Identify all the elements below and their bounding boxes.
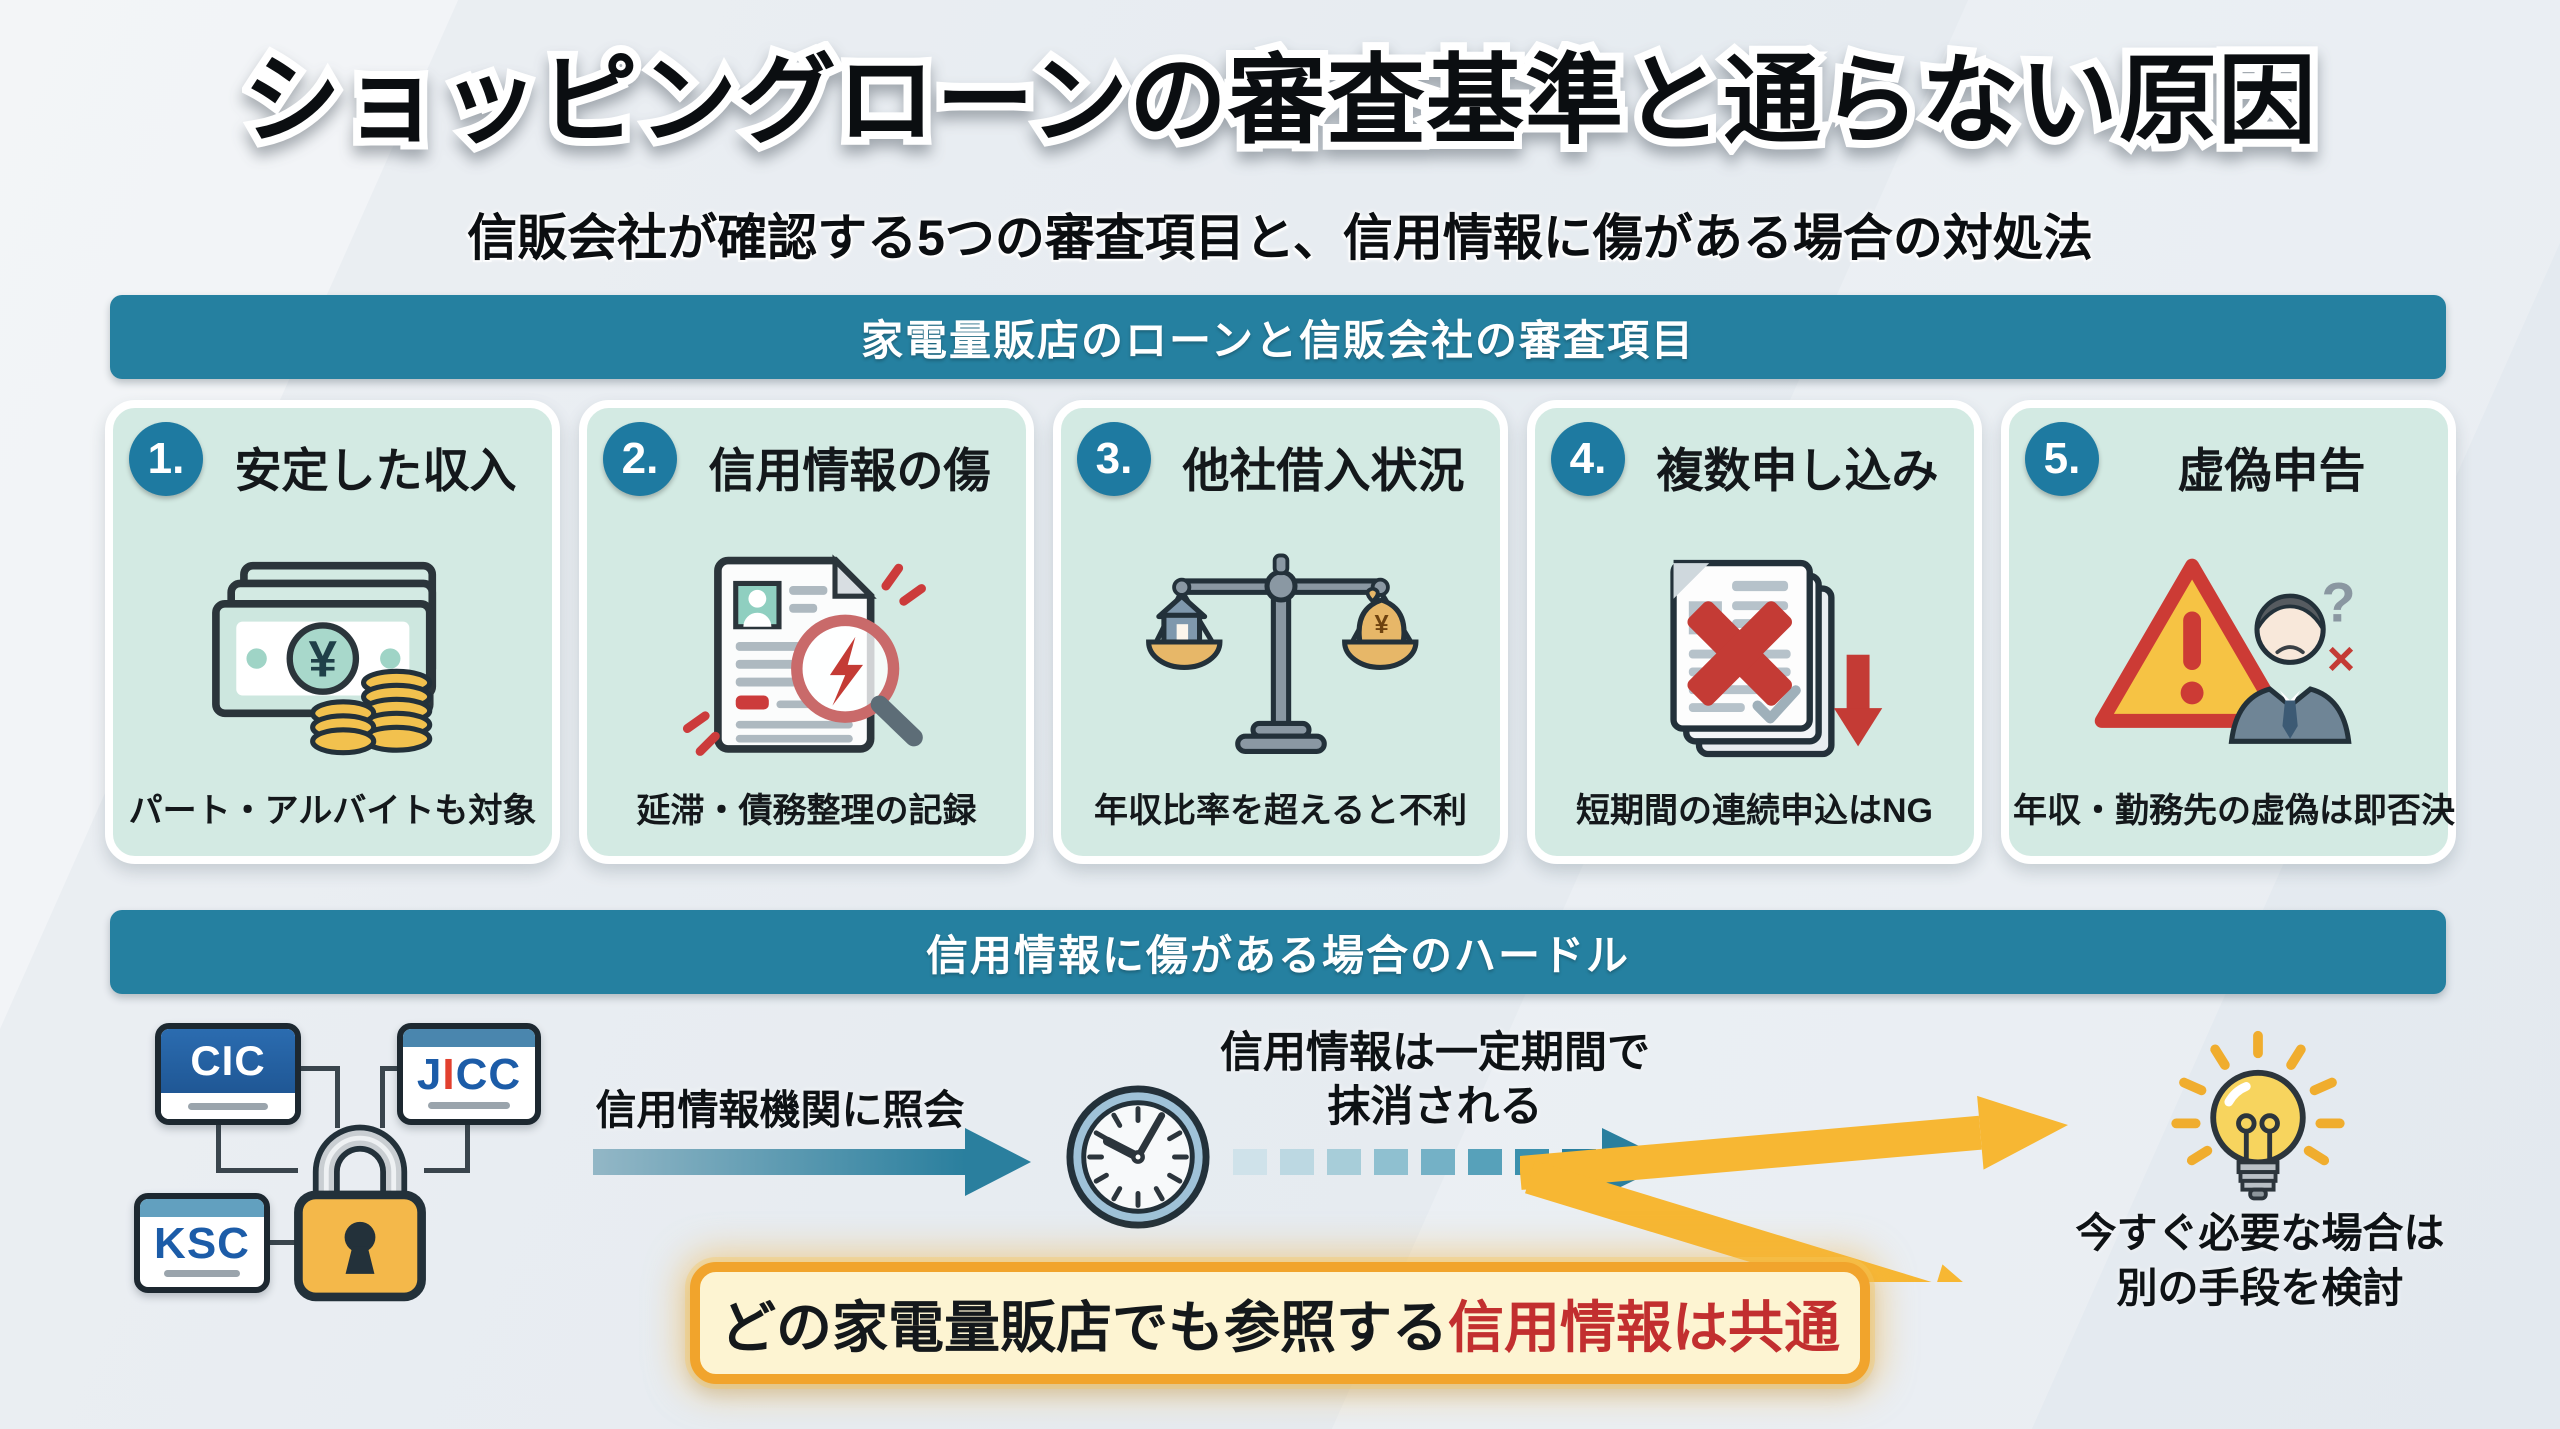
svg-text:¥: ¥ [308,630,337,687]
connector-line [216,1125,221,1173]
criteria-card-row: 1. 安定した収入 ¥ [105,400,2457,864]
rejected-applications-icon [1535,516,1974,796]
padlock-icon [283,1103,437,1313]
card-title: 複数申し込み [1656,444,1939,497]
card-stable-income: 1. 安定した収入 ¥ [105,400,560,864]
card-title: 虚偽申告 [2177,444,2366,497]
alternative-tip-label: 今すぐ必要な場合は 別の手段を検討 [2020,1206,2500,1316]
bureau-card-stripe [428,1102,510,1109]
page-title-outline: ショッピングローンの審査基準と通らない原因 [235,37,2324,163]
dashed-arrow-segment [1327,1149,1361,1175]
card-number-badge: 3. [1077,422,1151,496]
section2-header-bar: 信用情報に傷がある場合のハードル [110,910,2446,994]
card-caption: 延滞・債務整理の記録 [636,792,977,830]
banknote-coins-icon: ¥ [113,516,552,796]
warning-false-declaration-icon: ? × [2009,516,2448,796]
card-number-badge: 2. [603,422,677,496]
dashed-arrow-segment [1468,1149,1502,1175]
jicc-letter-j: J [416,1049,443,1099]
card-title: 安定した収入 [234,444,517,497]
card-caption: パート・アルバイトも対象 [128,792,537,830]
shared-credit-banner: どの家電量販店でも参照する信用情報は共通 [690,1262,1870,1384]
connector-line [380,1066,385,1128]
bureau-header-strip [140,1199,264,1217]
connector-line [216,1168,298,1173]
query-arrow-label: 信用情報機関に照会 [595,1087,965,1133]
dashed-arrow-segment [1374,1149,1408,1175]
page-title-text: ショッピングローンの審査基準と通らない原因 [242,45,2318,155]
card-number-badge: 1. [129,422,203,496]
dashed-arrow-segment [1421,1149,1455,1175]
jicc-letter-i: I [442,1049,456,1099]
svg-text:?: ? [2321,571,2355,634]
erase-label-line2: 抹消される [1327,1083,1543,1131]
credit-report-magnifier-icon [587,516,1026,796]
query-arrow-shaft [593,1149,965,1175]
lightbulb-icon [2158,1028,2358,1218]
query-arrow-head [965,1128,1031,1196]
balance-scale-icon: ¥ [1061,516,1500,796]
card-caption: 短期間の連続申込はNG [1576,792,1933,830]
card-number-badge: 4. [1551,422,1625,496]
card-multiple-applications: 4. 複数申し込み [1527,400,1982,864]
bureau-header-strip [403,1029,535,1047]
connector-line [424,1168,470,1173]
erase-label: 信用情報は一定期間で 抹消される [1185,1026,1685,1134]
section1-header-bar: 家電量販店のローンと信販会社の審査項目 [110,295,2446,379]
connector-line [268,1240,298,1245]
connector-line [335,1066,340,1128]
banner-text-black: どの家電量販店でも参照する [720,1295,1448,1359]
section1-header-text: 家電量販店のローンと信販会社の審査項目 [861,316,1695,364]
fork-arrows-icon [1518,1082,2080,1336]
clock-icon [1064,1083,1212,1236]
svg-text:¥: ¥ [1374,611,1389,639]
bureau-label-cic: CIC [161,1029,295,1093]
tip-line2: 別の手段を検討 [2116,1265,2404,1311]
page-subtitle: 信販会社が確認する5つの審査項目と、信用情報に傷がある場合の対処法 [467,210,2093,266]
dashed-arrow-segment [1280,1149,1314,1175]
card-number-badge: 5. [2025,422,2099,496]
bureau-label-ksc: KSC [154,1218,250,1268]
jicc-letters-cc: CC [455,1049,522,1099]
card-credit-damage: 2. 信用情報の傷 [579,400,1034,864]
card-other-borrowing: 3. 他社借入状況 [1053,400,1508,864]
connector-line [295,1066,340,1071]
page-title: ショッピングローンの審査基準と通らない原因 ショッピングローンの審査基準と通らな… [0,37,2560,163]
section2-header-text: 信用情報に傷がある場合のハードル [925,931,1630,979]
bureau-card-stripe [161,1093,295,1119]
erase-label-line1: 信用情報は一定期間で [1220,1029,1650,1077]
connector-line [380,1066,402,1071]
card-caption: 年収比率を超えると不利 [1094,792,1467,830]
dashed-arrow-segment [1233,1149,1267,1175]
card-caption: 年収・勤務先の虚偽は即否決 [2013,792,2455,830]
banner-text-red: 信用情報は共通 [1448,1295,1840,1359]
bureau-box-cic: CIC [155,1023,301,1125]
connector-line [465,1125,470,1173]
tip-line1: 今すぐ必要な場合は [2075,1210,2445,1256]
card-title: 信用情報の傷 [708,444,991,497]
card-false-declaration: 5. 虚偽申告 ? × 年収・勤務先の虚偽は即否決 [2001,400,2456,864]
card-title: 他社借入状況 [1182,444,1465,497]
bureau-card-stripe [163,1270,241,1277]
bureau-box-ksc: KSC [134,1193,270,1293]
svg-text:×: × [2326,632,2354,686]
